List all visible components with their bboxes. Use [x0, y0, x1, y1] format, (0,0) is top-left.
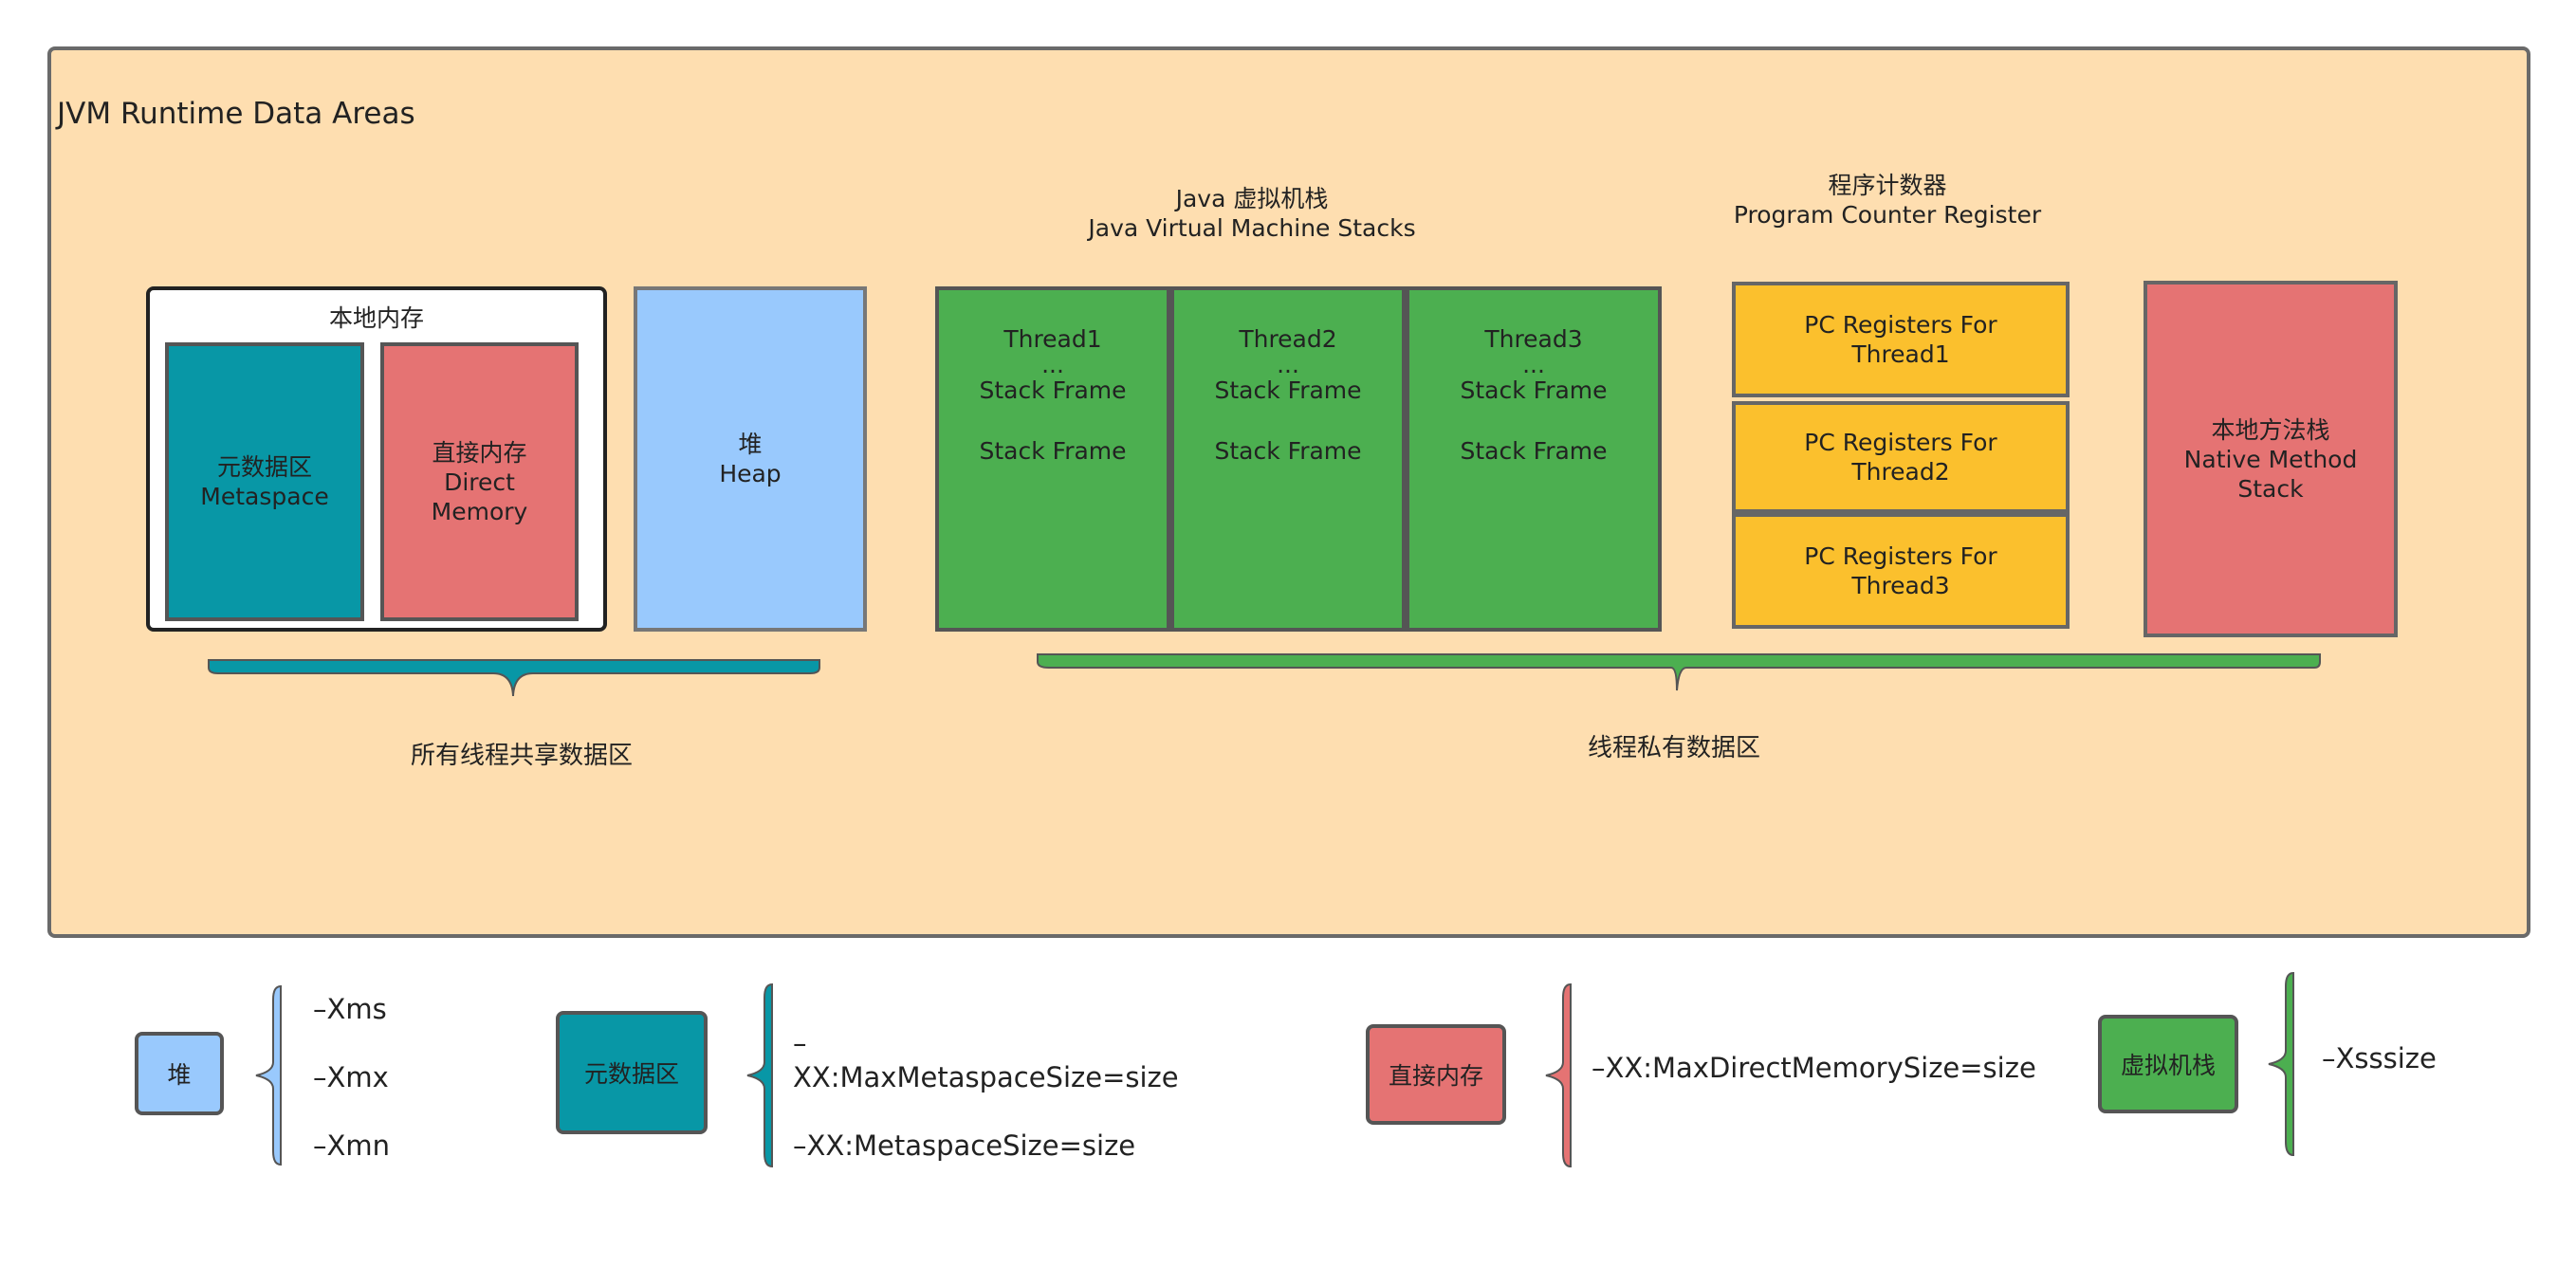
- pc-register-thread2-line1: PC Registers For: [1804, 429, 1997, 456]
- legend-direct-box: 直接内存: [1366, 1024, 1506, 1125]
- thread1-dots: ...: [1041, 351, 1064, 378]
- legend-heap-option-2: –Xmx: [313, 1061, 389, 1093]
- legend-heap-brace: [255, 984, 282, 1166]
- legend-metaspace-box: 元数据区: [556, 1011, 708, 1134]
- direct-memory-label-en1: Direct: [444, 468, 515, 496]
- thread2-stack: Thread2 ... Stack Frame Stack Frame: [1170, 286, 1406, 632]
- thread2-dots: ...: [1277, 351, 1299, 378]
- pc-register-thread1: PC Registers For Thread1: [1732, 282, 2070, 397]
- pc-register-thread1-line2: Thread1: [1851, 340, 1950, 368]
- legend-vmstack-box: 虚拟机栈: [2098, 1015, 2238, 1113]
- shared-area-label: 所有线程共享数据区: [410, 742, 633, 770]
- legend-metaspace-option-3: –XX:MetaspaceSize=size: [793, 1129, 1136, 1162]
- legend-heap-box: 堆: [135, 1032, 224, 1115]
- pc-register-thread3-line1: PC Registers For: [1804, 542, 1997, 570]
- pc-header: 程序计数器 Program Counter Register: [1688, 171, 2087, 230]
- thread3-dots: ...: [1522, 351, 1545, 378]
- thread3-name: Thread3: [1484, 325, 1583, 353]
- thread3-stack: Thread3 ... Stack Frame Stack Frame: [1406, 286, 1662, 632]
- thread1-stack: Thread1 ... Stack Frame Stack Frame: [935, 286, 1170, 632]
- heap-block: 堆 Heap: [634, 286, 867, 632]
- thread1-frame1: Stack Frame: [979, 376, 1127, 404]
- thread3-frame2: Stack Frame: [1460, 437, 1608, 465]
- legend-vmstack-option-1: –Xsssize: [2322, 1042, 2437, 1074]
- native-method-stack: 本地方法栈 Native Method Stack: [2144, 281, 2398, 637]
- vm-stacks-header-en: Java Virtual Machine Stacks: [1088, 214, 1416, 242]
- diagram-title: JVM Runtime Data Areas: [57, 97, 415, 131]
- native-memory-label: 本地内存: [328, 304, 424, 332]
- legend-direct-option-1: –XX:MaxDirectMemorySize=size: [1592, 1052, 2036, 1084]
- thread2-name: Thread2: [1239, 325, 1337, 353]
- thread3-frame1: Stack Frame: [1460, 376, 1608, 404]
- legend-metaspace-option-1: –: [793, 1027, 807, 1059]
- heap-label-en: Heap: [719, 460, 782, 487]
- legend-metaspace-option-2: XX:MaxMetaspaceSize=size: [793, 1061, 1179, 1093]
- pc-register-thread3-line2: Thread3: [1851, 572, 1950, 599]
- metaspace-label-cn: 元数据区: [216, 453, 312, 481]
- direct-memory-label-cn: 直接内存: [432, 438, 527, 467]
- pc-register-thread3: PC Registers For Thread3: [1732, 513, 2070, 629]
- direct-memory-block: 直接内存 Direct Memory: [380, 342, 579, 621]
- private-area-brace: [1037, 653, 2321, 691]
- vm-stacks-header: Java 虚拟机栈 Java Virtual Machine Stacks: [1024, 184, 1480, 243]
- thread2-frame2: Stack Frame: [1214, 437, 1362, 465]
- native-method-stack-en2: Stack: [2237, 474, 2304, 503]
- thread1-frame2: Stack Frame: [979, 437, 1127, 465]
- legend-direct-brace: [1545, 982, 1572, 1168]
- pc-register-thread2: PC Registers For Thread2: [1732, 401, 2070, 513]
- pc-header-en: Program Counter Register: [1733, 201, 2042, 229]
- shared-area-brace: [208, 659, 820, 697]
- direct-memory-label-en2: Memory: [431, 497, 528, 525]
- thread1-name: Thread1: [1003, 325, 1102, 353]
- private-area-label: 线程私有数据区: [1587, 734, 1760, 762]
- pc-register-thread2-line2: Thread2: [1851, 458, 1950, 486]
- vm-stacks-header-cn: Java 虚拟机栈: [1175, 185, 1329, 212]
- legend-vmstack-brace: [2268, 971, 2294, 1157]
- legend-heap-option-3: –Xmn: [313, 1129, 390, 1162]
- pc-register-thread1-line1: PC Registers For: [1804, 311, 1997, 339]
- native-method-stack-cn: 本地方法栈: [2211, 415, 2330, 444]
- thread2-frame1: Stack Frame: [1214, 376, 1362, 404]
- legend-metaspace-brace: [746, 982, 773, 1168]
- pc-header-cn: 程序计数器: [1828, 172, 1947, 199]
- legend-heap-option-1: –Xms: [313, 993, 387, 1025]
- native-method-stack-en1: Native Method: [2183, 445, 2358, 473]
- heap-label-cn: 堆: [738, 431, 763, 458]
- metaspace-block: 元数据区 Metaspace: [165, 342, 364, 621]
- metaspace-label-en: Metaspace: [200, 483, 329, 510]
